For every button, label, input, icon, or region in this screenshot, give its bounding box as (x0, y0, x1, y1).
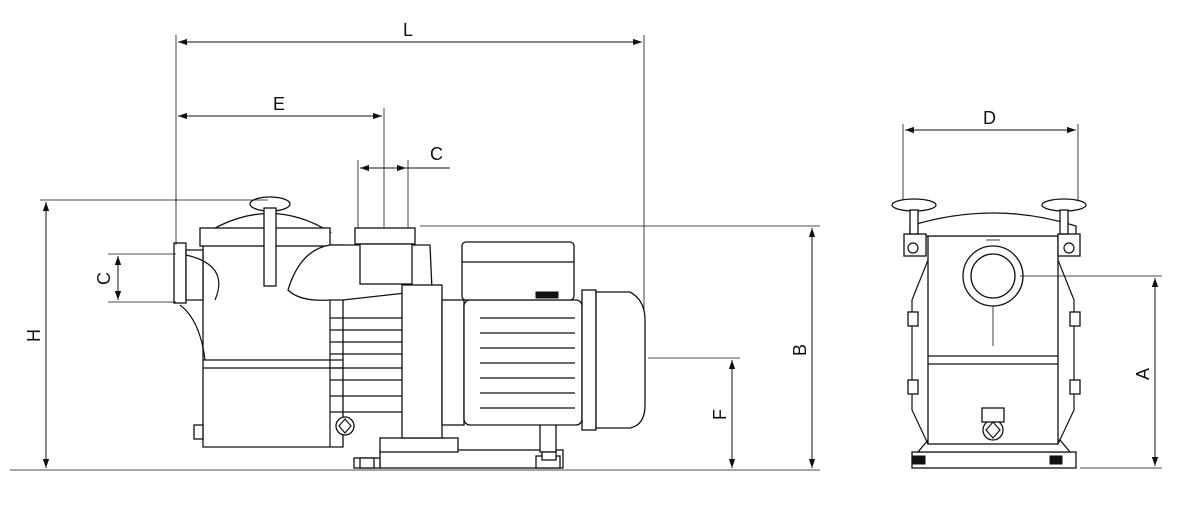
label-D: D (983, 108, 996, 128)
dimension-L: L (178, 20, 642, 46)
side-view (173, 196, 646, 469)
label-L: L (403, 20, 413, 40)
label-C-side: C (94, 272, 114, 285)
dimension-A: A (1133, 278, 1159, 466)
housing-ribs (330, 317, 402, 413)
label-A: A (1133, 368, 1153, 380)
front-extension-lines (902, 124, 1162, 469)
lid-stem (263, 207, 277, 287)
outlet-flange (354, 227, 416, 245)
dimension-C-top: C (360, 144, 450, 172)
label-F: F (710, 409, 730, 420)
fan-cover-ring (581, 289, 597, 431)
dimension-D: D (905, 108, 1076, 134)
motor-flange (401, 284, 443, 439)
outlet-pipe (359, 243, 413, 285)
label-B: B (790, 344, 810, 356)
fan-cover (595, 291, 646, 429)
junction-box (461, 241, 575, 301)
dimension-C-side: C (94, 256, 122, 300)
front-knob-right (1041, 198, 1087, 212)
dimension-B: B (790, 228, 816, 468)
front-knob-left (891, 198, 937, 212)
dimension-E: E (178, 94, 382, 120)
inlet-flange (173, 242, 187, 304)
front-lid (909, 212, 1077, 237)
extension-lines (10, 35, 820, 471)
dimension-H: H (24, 202, 50, 468)
front-drain-icon (982, 419, 1004, 441)
label-H: H (24, 329, 44, 342)
label-E: E (273, 94, 285, 114)
front-view (891, 198, 1087, 469)
base-pedestal (379, 437, 459, 453)
label-C-top: C (430, 144, 443, 164)
motor-fins (480, 317, 575, 409)
drain-plug-icon (335, 416, 355, 436)
dimension-F: F (710, 360, 736, 468)
